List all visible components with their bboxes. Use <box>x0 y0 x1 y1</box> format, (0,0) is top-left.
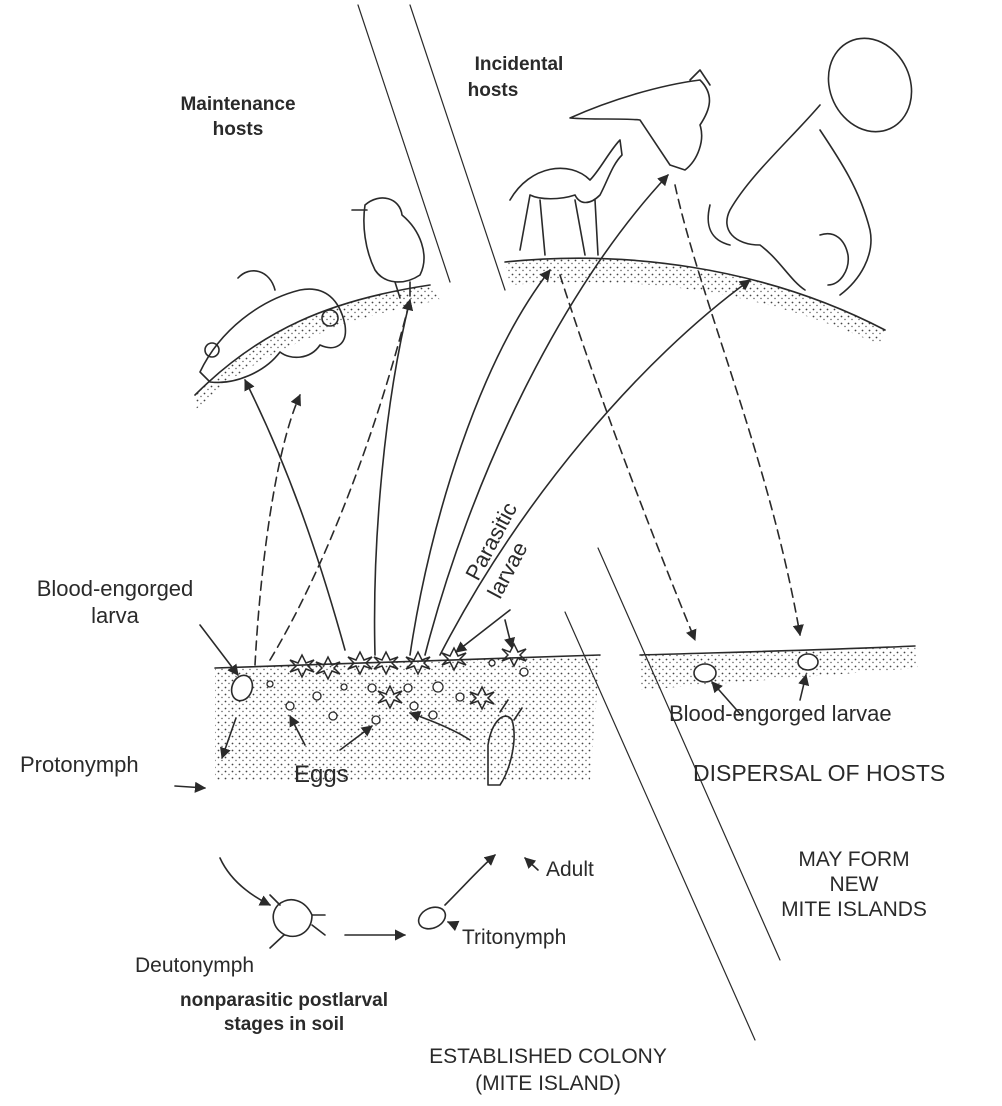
established-colony-label-line1: ESTABLISHED COLONY <box>429 1045 667 1068</box>
blood-engorged-larvae-label: Blood-engorged larvae <box>669 701 892 726</box>
deutonymph-label: Deutonymph <box>135 954 254 977</box>
bird-host-icon <box>352 198 424 298</box>
dog-host-icon <box>820 234 848 285</box>
nonparasitic-stages-label-line2: stages in soil <box>224 1014 344 1035</box>
established-colony-label-line2: (MITE ISLAND) <box>475 1072 621 1095</box>
may-form-new-islands-line2: NEW <box>830 873 879 896</box>
colony-soil <box>215 655 600 780</box>
tritonymph-label: Tritonymph <box>462 926 566 949</box>
nonparasitic-stages-label-line1: nonparasitic postlarval <box>180 990 388 1011</box>
human-host-icon <box>708 25 926 295</box>
incidental-hosts-label-line2: hosts <box>468 80 519 101</box>
dispersal-of-hosts-label: DISPERSAL OF HOSTS <box>693 760 945 786</box>
deutonymph-icon <box>270 895 325 948</box>
protonymph-label: Protonymph <box>20 752 139 777</box>
larvae-to-hosts-arrows <box>245 175 800 665</box>
divider-upper <box>358 5 505 290</box>
fox-host-icon <box>570 70 710 170</box>
deer-host-icon <box>510 140 622 255</box>
incidental-hosts-label-line1: Incidental <box>475 54 564 75</box>
scan-gap <box>0 788 1002 848</box>
blood-engorged-larva-label-line1: Blood-engorged <box>37 576 194 601</box>
may-form-new-islands-line3: MITE ISLANDS <box>781 898 927 921</box>
dispersal-soil <box>640 646 918 690</box>
eggs-label: Eggs <box>294 761 349 788</box>
maintenance-hosts-label-line1: Maintenance <box>180 94 295 115</box>
incidental-host-ground <box>505 258 885 345</box>
adult-label: Adult <box>546 858 594 881</box>
maintenance-hosts-label-line2: hosts <box>213 119 264 140</box>
tritonymph-icon <box>415 903 449 933</box>
may-form-new-islands-line1: MAY FORM <box>798 848 909 871</box>
blood-engorged-larva-label-line2: larva <box>91 603 139 628</box>
